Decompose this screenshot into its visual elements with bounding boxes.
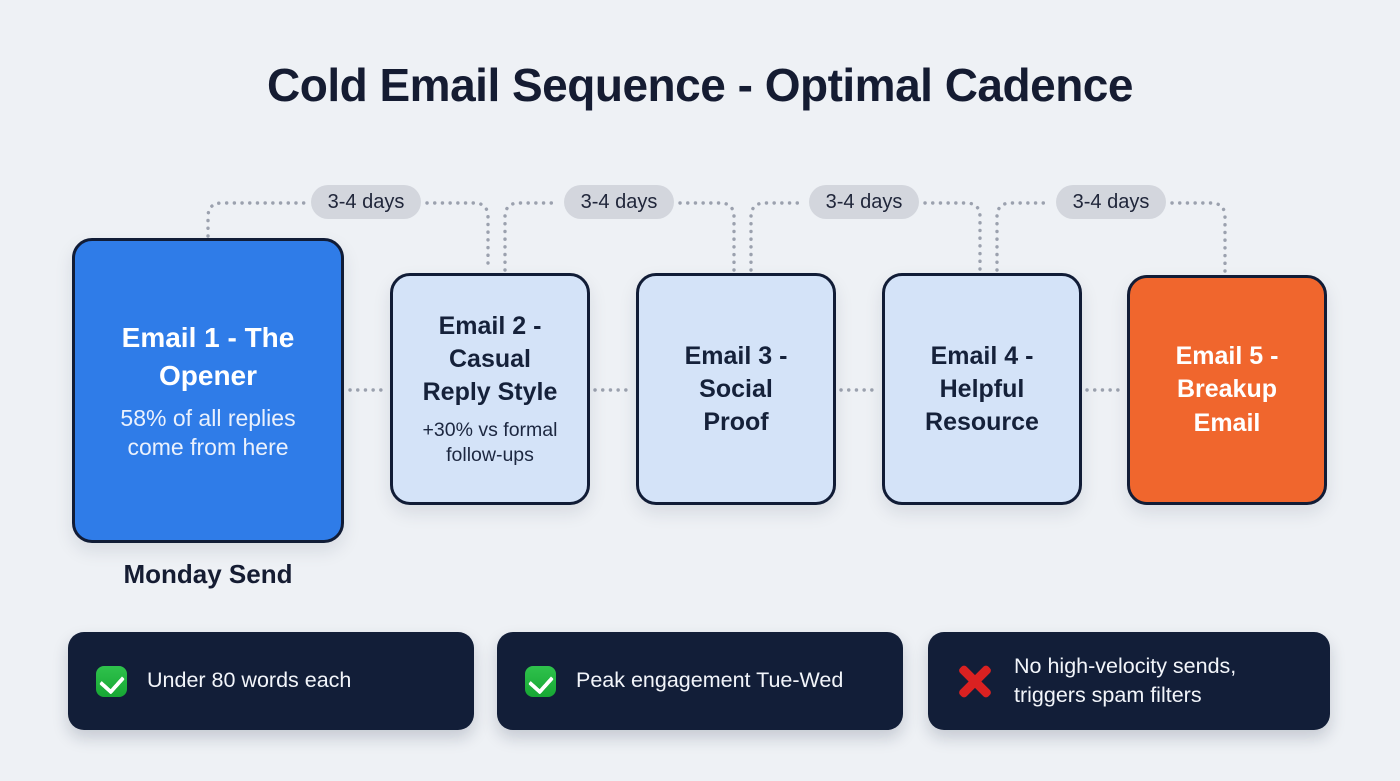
note-no-high-velocity: No high-velocity sends, triggers spam fi… [928, 632, 1330, 730]
interval-pill-3: 3-4 days [809, 185, 919, 219]
email-4-node: Email 4 - Helpful Resource [882, 273, 1082, 505]
interval-pill-1: 3-4 days [311, 185, 421, 219]
note-under-80-words: Under 80 words each [68, 632, 474, 730]
email-4-title: Email 4 - Helpful Resource [925, 341, 1039, 436]
note-text: No high-velocity sends, triggers spam fi… [1014, 653, 1237, 707]
email-5-title: Email 5 - Breakup Email [1175, 342, 1279, 437]
note-text: Under 80 words each [147, 668, 352, 693]
email-2-node: Email 2 - Casual Reply Style +30% vs for… [390, 273, 590, 505]
note-peak-engagement: Peak engagement Tue-Wed [497, 632, 903, 730]
email-3-title: Email 3 - Social Proof [684, 341, 788, 436]
email-2-subtitle: +30% vs formal follow-ups [422, 419, 558, 466]
monday-send-label: Monday Send [123, 559, 293, 589]
check-icon [96, 665, 127, 697]
email-1-title: Email 1 - The Opener [121, 322, 295, 391]
page-title: Cold Email Sequence - Optimal Cadence [267, 59, 1133, 111]
email-2-title: Email 2 - Casual Reply Style [422, 312, 558, 407]
email-1-node: Email 1 - The Opener 58% of all replies … [72, 238, 344, 543]
note-text: Peak engagement Tue-Wed [576, 668, 844, 693]
email-1-subtitle: 58% of all replies come from here [120, 405, 296, 461]
cross-icon [956, 662, 994, 700]
email-5-node: Email 5 - Breakup Email [1127, 275, 1327, 505]
check-icon [525, 665, 556, 697]
email-3-node: Email 3 - Social Proof [636, 273, 836, 505]
interval-pill-2: 3-4 days [564, 185, 674, 219]
interval-pill-4: 3-4 days [1056, 185, 1166, 219]
